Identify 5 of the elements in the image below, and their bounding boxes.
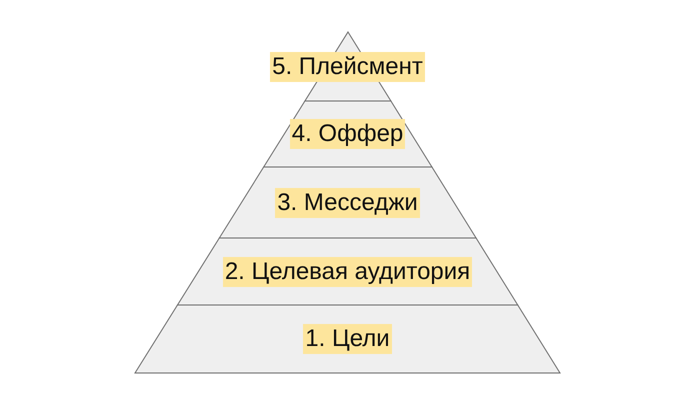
level-label: 3. Месседжи	[275, 188, 420, 218]
level-label: 2. Целевая аудитория	[222, 256, 472, 286]
level-label: 4. Оффер	[290, 119, 406, 149]
level-label: 5. Плейсмент	[270, 52, 425, 82]
level-label: 1. Цели	[303, 324, 392, 354]
